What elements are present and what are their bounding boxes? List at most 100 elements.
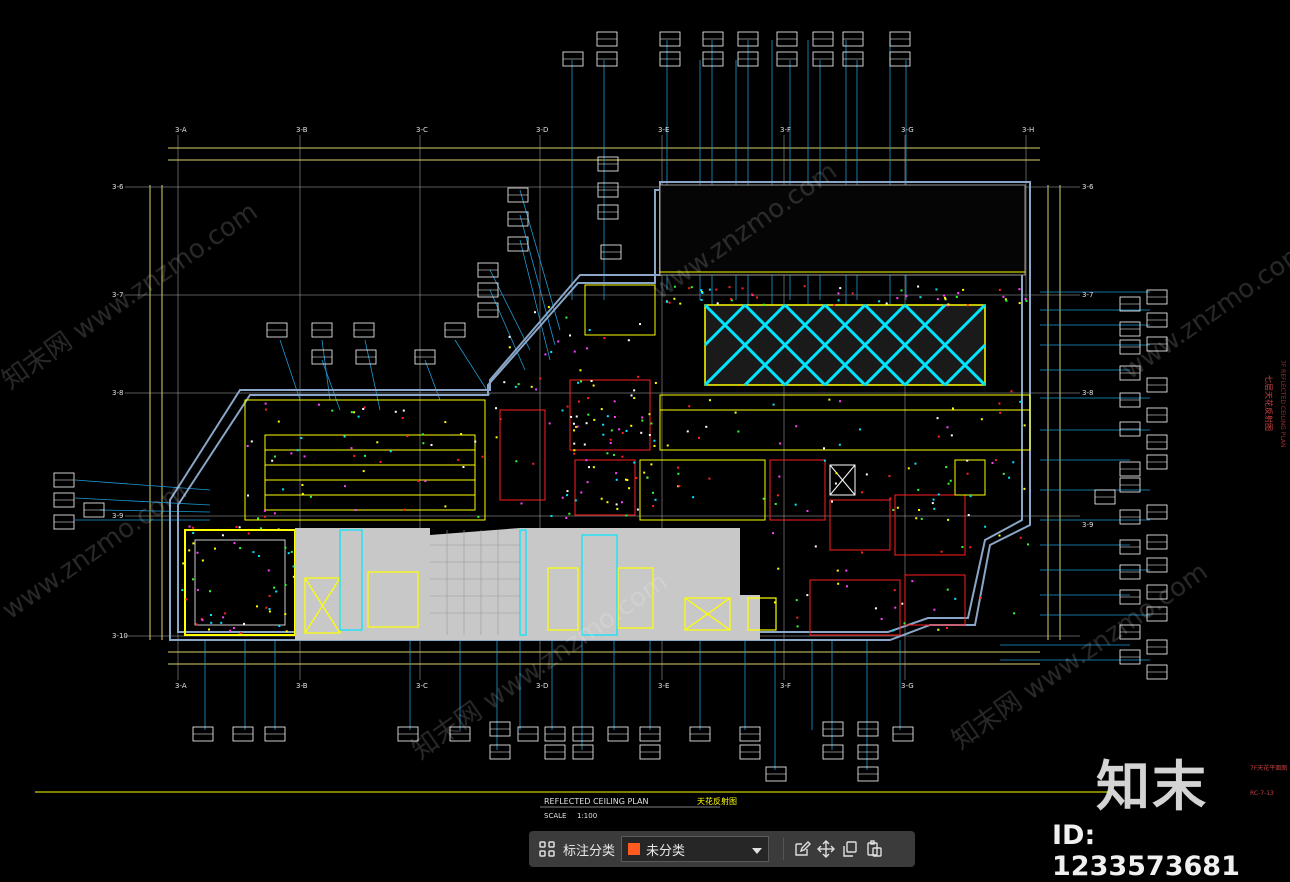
ceiling-fixture	[566, 490, 569, 493]
toolbar-divider	[783, 838, 785, 860]
ceiling-fixture	[643, 471, 646, 474]
callout-tag	[1119, 509, 1141, 525]
ceiling-fixture	[232, 627, 235, 630]
ceiling-fixture	[641, 419, 644, 422]
ceiling-fixture	[353, 411, 356, 414]
callout-tag	[1146, 584, 1168, 600]
ceiling-fixture	[284, 613, 287, 616]
ceiling-fixture	[860, 551, 863, 554]
callout-tag	[477, 302, 499, 318]
ceiling-fixture	[625, 514, 628, 517]
move-icon[interactable]	[814, 837, 838, 861]
ceiling-fixture	[778, 475, 781, 478]
ceiling-fixture	[901, 602, 904, 605]
title-block-sheet: 7F天花平面图	[1250, 764, 1287, 772]
ceiling-fixture	[803, 285, 806, 288]
ceiling-fixture	[646, 476, 649, 479]
callout-tag	[353, 322, 375, 338]
grid-top-label: 3-G	[901, 126, 914, 134]
ceiling-fixture	[263, 509, 266, 512]
ceiling-fixture	[839, 400, 842, 403]
callout-tag	[83, 502, 105, 518]
callout-tag	[53, 514, 75, 530]
ceiling-fixture	[756, 296, 759, 299]
ceiling-fixture	[762, 303, 765, 306]
ceiling-fixture	[610, 429, 613, 432]
ceiling-fixture	[417, 479, 420, 482]
ceiling-fixture	[795, 599, 798, 602]
ceiling-fixture	[257, 517, 260, 520]
category-label: 标注分类	[563, 843, 616, 859]
scale-label: SCALE	[544, 812, 566, 820]
ceiling-fixture	[772, 532, 775, 535]
ceiling-fixture	[201, 559, 204, 562]
ceiling-fixture	[238, 633, 241, 636]
grid-top-label: 3-C	[416, 126, 428, 134]
ceiling-fixture	[837, 582, 840, 585]
callout-tag	[1094, 489, 1116, 505]
callout-tag	[889, 31, 911, 47]
ceiling-fixture	[932, 498, 935, 501]
grid-left-label: 3-10	[112, 632, 128, 640]
ceiling-fixture	[692, 496, 695, 499]
paste-icon[interactable]	[862, 837, 886, 861]
ceiling-fixture	[708, 477, 711, 480]
ceiling-fixture	[574, 499, 577, 502]
callout-tag	[1146, 534, 1168, 550]
ceiling-fixture	[250, 440, 253, 443]
ceiling-fixture	[273, 455, 276, 458]
callout-tag	[1119, 564, 1141, 580]
ceiling-fixture	[823, 459, 826, 462]
ceiling-fixture	[268, 594, 271, 597]
ceiling-fixture	[701, 291, 704, 294]
callout-tag	[737, 31, 759, 47]
ceiling-fixture	[268, 610, 271, 613]
ceiling-fixture	[569, 334, 572, 337]
callout-tag	[822, 721, 844, 737]
edit-icon[interactable]	[790, 837, 814, 861]
category-dropdown[interactable]: 未分类	[621, 836, 770, 862]
ceiling-fixture	[568, 512, 571, 515]
ceiling-fixture	[271, 459, 274, 462]
ceiling-fixture	[933, 507, 936, 510]
ceiling-fixture	[220, 621, 223, 624]
callout-tag	[53, 472, 75, 488]
ceiling-fixture	[651, 491, 654, 494]
category-value: 未分类	[646, 843, 686, 859]
ceiling-fixture	[229, 629, 232, 632]
ceiling-fixture	[290, 550, 293, 553]
callout-tag	[477, 282, 499, 298]
callout-tag	[572, 744, 594, 760]
callout-tag	[597, 182, 619, 198]
ceiling-fixture	[376, 441, 379, 444]
ceiling-fixture	[946, 426, 949, 429]
ceiling-fixture	[247, 532, 250, 535]
copy-icon[interactable]	[838, 837, 862, 861]
ceiling-fixture	[1005, 299, 1008, 302]
callout-tag	[1146, 639, 1168, 655]
ceiling-fixture	[676, 466, 679, 469]
ceiling-fixture	[481, 455, 484, 458]
callout-tags	[53, 31, 1168, 782]
ceiling-fixture	[301, 492, 304, 495]
ceiling-fixture	[1025, 299, 1028, 302]
callout-tag	[857, 721, 879, 737]
ceiling-fixture	[865, 473, 868, 476]
callout-tag	[311, 349, 333, 365]
grid-icon[interactable]	[535, 837, 559, 861]
annotation-toolbar: 标注分类 未分类	[529, 831, 915, 867]
ceiling-fixture	[210, 613, 213, 616]
ceiling-fixture	[966, 459, 969, 462]
ceiling-fixture	[222, 616, 225, 619]
callout-tag	[889, 51, 911, 67]
chevron-down-icon	[752, 840, 763, 859]
ceiling-fixture	[650, 463, 653, 466]
ceiling-fixture	[557, 340, 560, 343]
callout-tag	[702, 31, 724, 47]
ceiling-fixture	[762, 497, 765, 500]
ceiling-fixture	[688, 405, 691, 408]
ceiling-fixture	[612, 453, 615, 456]
ceiling-fixture	[940, 550, 943, 553]
ceiling-fixture	[207, 628, 210, 631]
